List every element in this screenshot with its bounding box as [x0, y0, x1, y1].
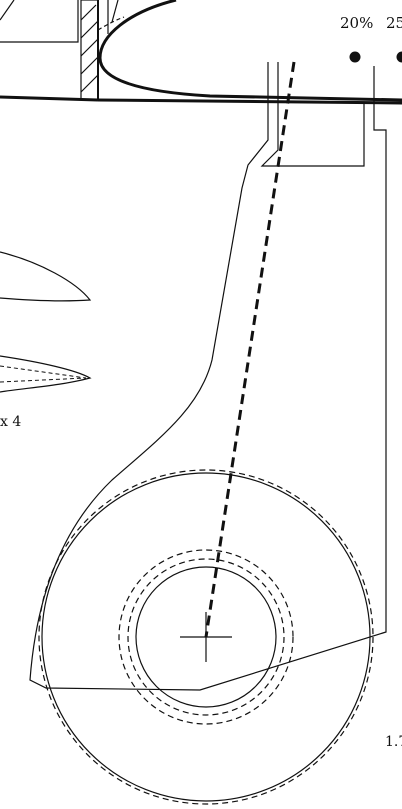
hub-dashed-inner: [127, 558, 285, 716]
gear-leg: [29, 62, 387, 691]
gear-leg-outline: [29, 62, 387, 691]
airfoil-lower: [0, 355, 92, 393]
hatched-bulkhead: [80, 0, 99, 101]
fuselage-bottom-line-left: [0, 95, 99, 102]
fuselage-profile: [0, 0, 402, 105]
marker-25-dot: [396, 51, 402, 63]
hub-dashed-outer: [118, 549, 294, 725]
wheel-solid-outer: [41, 472, 371, 802]
nacelle-outline: [98, 0, 402, 102]
dimension-label: 1.7: [385, 734, 402, 750]
airfoil-sections: [0, 251, 92, 393]
gear-leg-inner-line: [260, 62, 365, 167]
structure-block-outline: [0, 0, 79, 43]
wheel-dashed-outer: [38, 469, 374, 805]
wheel-well-dashed-arc: [97, 16, 125, 31]
marker-20-dot: [349, 51, 361, 63]
hub-solid: [135, 566, 277, 708]
airfoil-upper: [0, 251, 92, 302]
scale-x4-label: x 4: [0, 414, 21, 430]
fuselage-structure: [0, 0, 125, 101]
bulkhead-hatching: [80, 4, 99, 93]
percent-20-label: 20%: [340, 14, 373, 32]
strut-centerline-dashed: [204, 61, 296, 638]
structure-edge: [0, 0, 15, 21]
wheel-well-lines: [107, 0, 119, 34]
fuselage-bottom-line-right: [97, 98, 402, 105]
airfoil-dashed-section: [0, 365, 87, 383]
percent-25-label: 25: [386, 14, 402, 32]
